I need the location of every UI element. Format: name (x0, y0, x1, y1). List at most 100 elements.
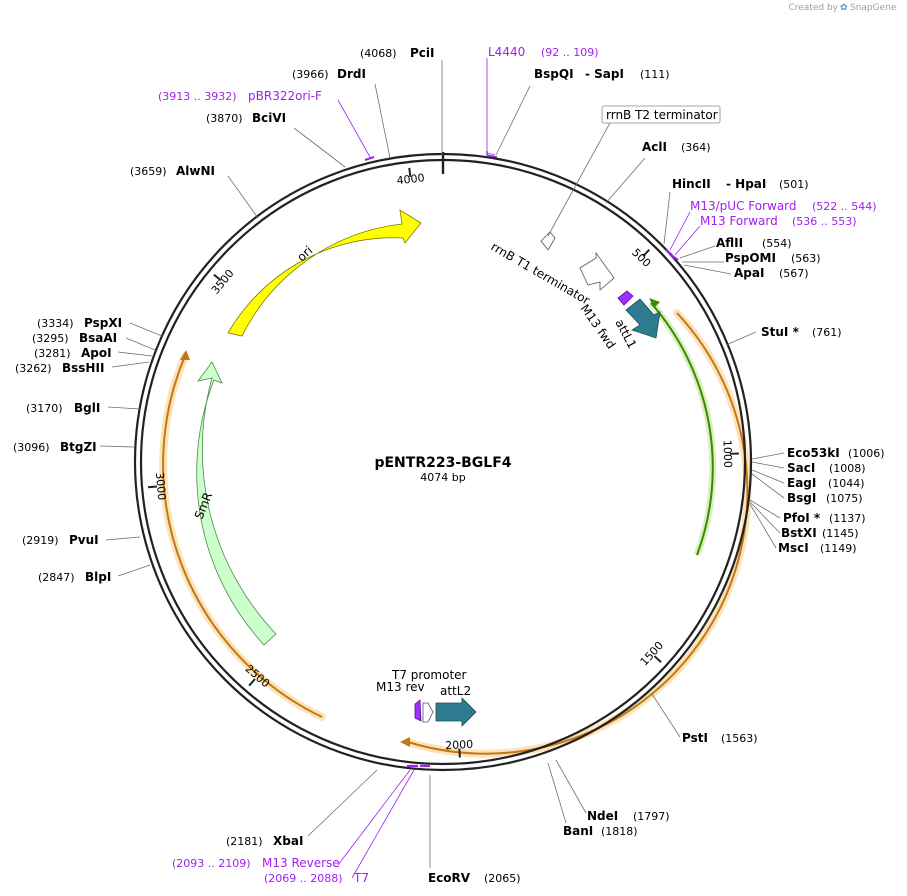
site-labels: (4068) PciI (3966) DrdI (3870) BciVI (36… (13, 46, 885, 885)
site-bsaai[interactable]: (3295) BsaAI (32, 331, 117, 345)
site-bspqi[interactable]: BspQI - SapI (111) (534, 67, 670, 81)
svg-text:DrdI: DrdI (337, 67, 366, 81)
site-hincii[interactable]: HincII - HpaI (501) (672, 177, 809, 191)
insert-orf-arrow[interactable] (407, 312, 749, 755)
svg-text:(3870): (3870) (206, 112, 243, 125)
svg-text:ApaI: ApaI (734, 266, 764, 280)
site-bgli[interactable]: (3170) BglI (26, 401, 100, 415)
svg-text:M13/pUC Forward: M13/pUC Forward (690, 199, 797, 213)
svg-text:(3096): (3096) (13, 441, 50, 454)
backbone-orf-arrow[interactable] (162, 355, 323, 718)
svg-text:(2069 .. 2088): (2069 .. 2088) (264, 872, 343, 885)
svg-text:BlpI: BlpI (85, 570, 111, 584)
snapgene-logo-icon: ✿ (840, 3, 848, 13)
svg-text:Eco53kI: Eco53kI (787, 446, 840, 460)
svg-text:- SapI: - SapI (585, 67, 624, 81)
site-ecorv[interactable]: EcoRV (2065) (428, 871, 521, 885)
tick-mark-500 (642, 249, 651, 257)
plasmid-name: pENTR223-BGLF4 (374, 455, 511, 471)
site-alwni[interactable]: (3659) AlwNI (130, 164, 215, 178)
site-bsgi[interactable]: BsgI (1075) (787, 491, 863, 505)
svg-text:(1818): (1818) (601, 825, 638, 838)
site-drdi[interactable]: (3966) DrdI (292, 67, 366, 81)
svg-text:(3295): (3295) (32, 332, 69, 345)
primer-pbr322ori-f[interactable]: (3913 .. 3932) pBR322ori-F (158, 89, 322, 103)
site-eco53ki[interactable]: Eco53kI (1006) (787, 446, 885, 460)
svg-text:PciI: PciI (410, 46, 435, 60)
site-pspomi[interactable]: PspOMI (563) (725, 251, 821, 265)
svg-text:PspXI: PspXI (84, 316, 122, 330)
site-ndei[interactable]: NdeI (1797) (587, 809, 670, 823)
rrnb-t2-arrow[interactable] (540, 231, 556, 251)
site-pspxi[interactable]: (3334) PspXI (37, 316, 122, 330)
site-apai[interactable]: ApaI (567) (734, 266, 809, 280)
tick-label-500: 500 (629, 246, 653, 270)
site-stui[interactable]: StuI * (761) (761, 325, 842, 339)
primer-m13puc-forward[interactable]: M13/pUC Forward (522 .. 544) (690, 199, 877, 213)
created-by-text: Created by (788, 3, 838, 13)
svg-text:SacI: SacI (787, 461, 815, 475)
site-xbai[interactable]: (2181) XbaI (226, 834, 303, 848)
rrnb-t2-leader (547, 122, 611, 237)
smr-label: SmR (192, 490, 215, 521)
site-bstxi[interactable]: BstXI (1145) (781, 526, 859, 540)
primer-t7[interactable]: (2069 .. 2088) T7 (264, 871, 369, 885)
svg-text:MscI: MscI (778, 541, 809, 555)
t7-promoter-arrow[interactable] (422, 702, 434, 723)
svg-text:(3334): (3334) (37, 317, 74, 330)
plasmid-size: 4074 bp (420, 471, 465, 484)
site-pcii[interactable]: (4068) PciI (360, 46, 435, 60)
svg-text:BsgI: BsgI (787, 491, 816, 505)
tick-label-3500: 3500 (209, 267, 237, 297)
svg-text:(554): (554) (762, 237, 792, 250)
svg-text:(1075): (1075) (826, 492, 863, 505)
tick-mark-2000 (458, 748, 461, 758)
site-bsshii[interactable]: (3262) BssHII (15, 361, 104, 375)
green-orf-arrow[interactable] (650, 302, 714, 556)
site-saci[interactable]: SacI (1008) (787, 461, 866, 475)
ori-feature-arrow[interactable] (227, 209, 422, 337)
site-eagi[interactable]: EagI (1044) (787, 476, 865, 490)
m13fwd-feature-arrow[interactable] (617, 290, 634, 306)
site-psti[interactable]: PstI (1563) (682, 731, 758, 745)
smr-feature-arrow[interactable] (196, 361, 277, 646)
svg-text:(3659): (3659) (130, 165, 167, 178)
svg-text:(1149): (1149) (820, 542, 857, 555)
backbone-orf-head-icon (180, 350, 190, 360)
site-btgzi[interactable]: (3096) BtgZI (13, 440, 97, 454)
insert-orf-head-icon (400, 737, 410, 747)
primer-labels: L4440 (92 .. 109) (3913 .. 3932) pBR322o… (158, 45, 877, 885)
rrnb-t1-label: rrnB T1 terminator (489, 239, 593, 307)
site-bcivi[interactable]: (3870) BciVI (206, 111, 286, 125)
svg-text:(1137): (1137) (829, 512, 866, 525)
rrnb-t1-arrow[interactable] (579, 251, 615, 291)
site-acli[interactable]: AclI (364) (642, 140, 711, 154)
svg-text:(4068): (4068) (360, 47, 397, 60)
site-pvui[interactable]: (2919) PvuI (22, 533, 99, 547)
site-apoi[interactable]: (3281) ApoI (34, 346, 112, 360)
svg-text:(1145): (1145) (822, 527, 859, 540)
primer-m13-reverse[interactable]: (2093 .. 2109) M13 Reverse (172, 856, 340, 870)
site-msci[interactable]: MscI (1149) (778, 541, 857, 555)
rrnb-t2-label-box (601, 105, 721, 124)
site-blpi[interactable]: (2847) BlpI (38, 570, 111, 584)
svg-text:(2093 .. 2109): (2093 .. 2109) (172, 857, 251, 870)
svg-text:M13 Forward: M13 Forward (700, 214, 778, 228)
svg-text:(567): (567) (779, 267, 809, 280)
m13rev-feature-arrow[interactable] (414, 699, 422, 722)
svg-text:BspQI: BspQI (534, 67, 574, 81)
svg-text:(2847): (2847) (38, 571, 75, 584)
attl2-feature-arrow[interactable] (435, 697, 477, 727)
primer-m13-forward[interactable]: M13 Forward (536 .. 553) (700, 214, 857, 228)
primer-l4440[interactable]: L4440 (92 .. 109) (488, 45, 599, 59)
site-aflii[interactable]: AflII (554) (716, 236, 792, 250)
attl1-feature-arrow[interactable] (625, 298, 661, 339)
tick-mark-3500 (213, 273, 222, 282)
site-pfoi[interactable]: PfoI * (1137) (783, 511, 866, 525)
tick-mark-1500 (653, 655, 662, 663)
site-bani[interactable]: BanI (1818) (563, 824, 638, 838)
ori-label: ori (294, 243, 315, 264)
svg-text:- HpaI: - HpaI (726, 177, 766, 191)
green-orf-head-icon (649, 298, 660, 308)
